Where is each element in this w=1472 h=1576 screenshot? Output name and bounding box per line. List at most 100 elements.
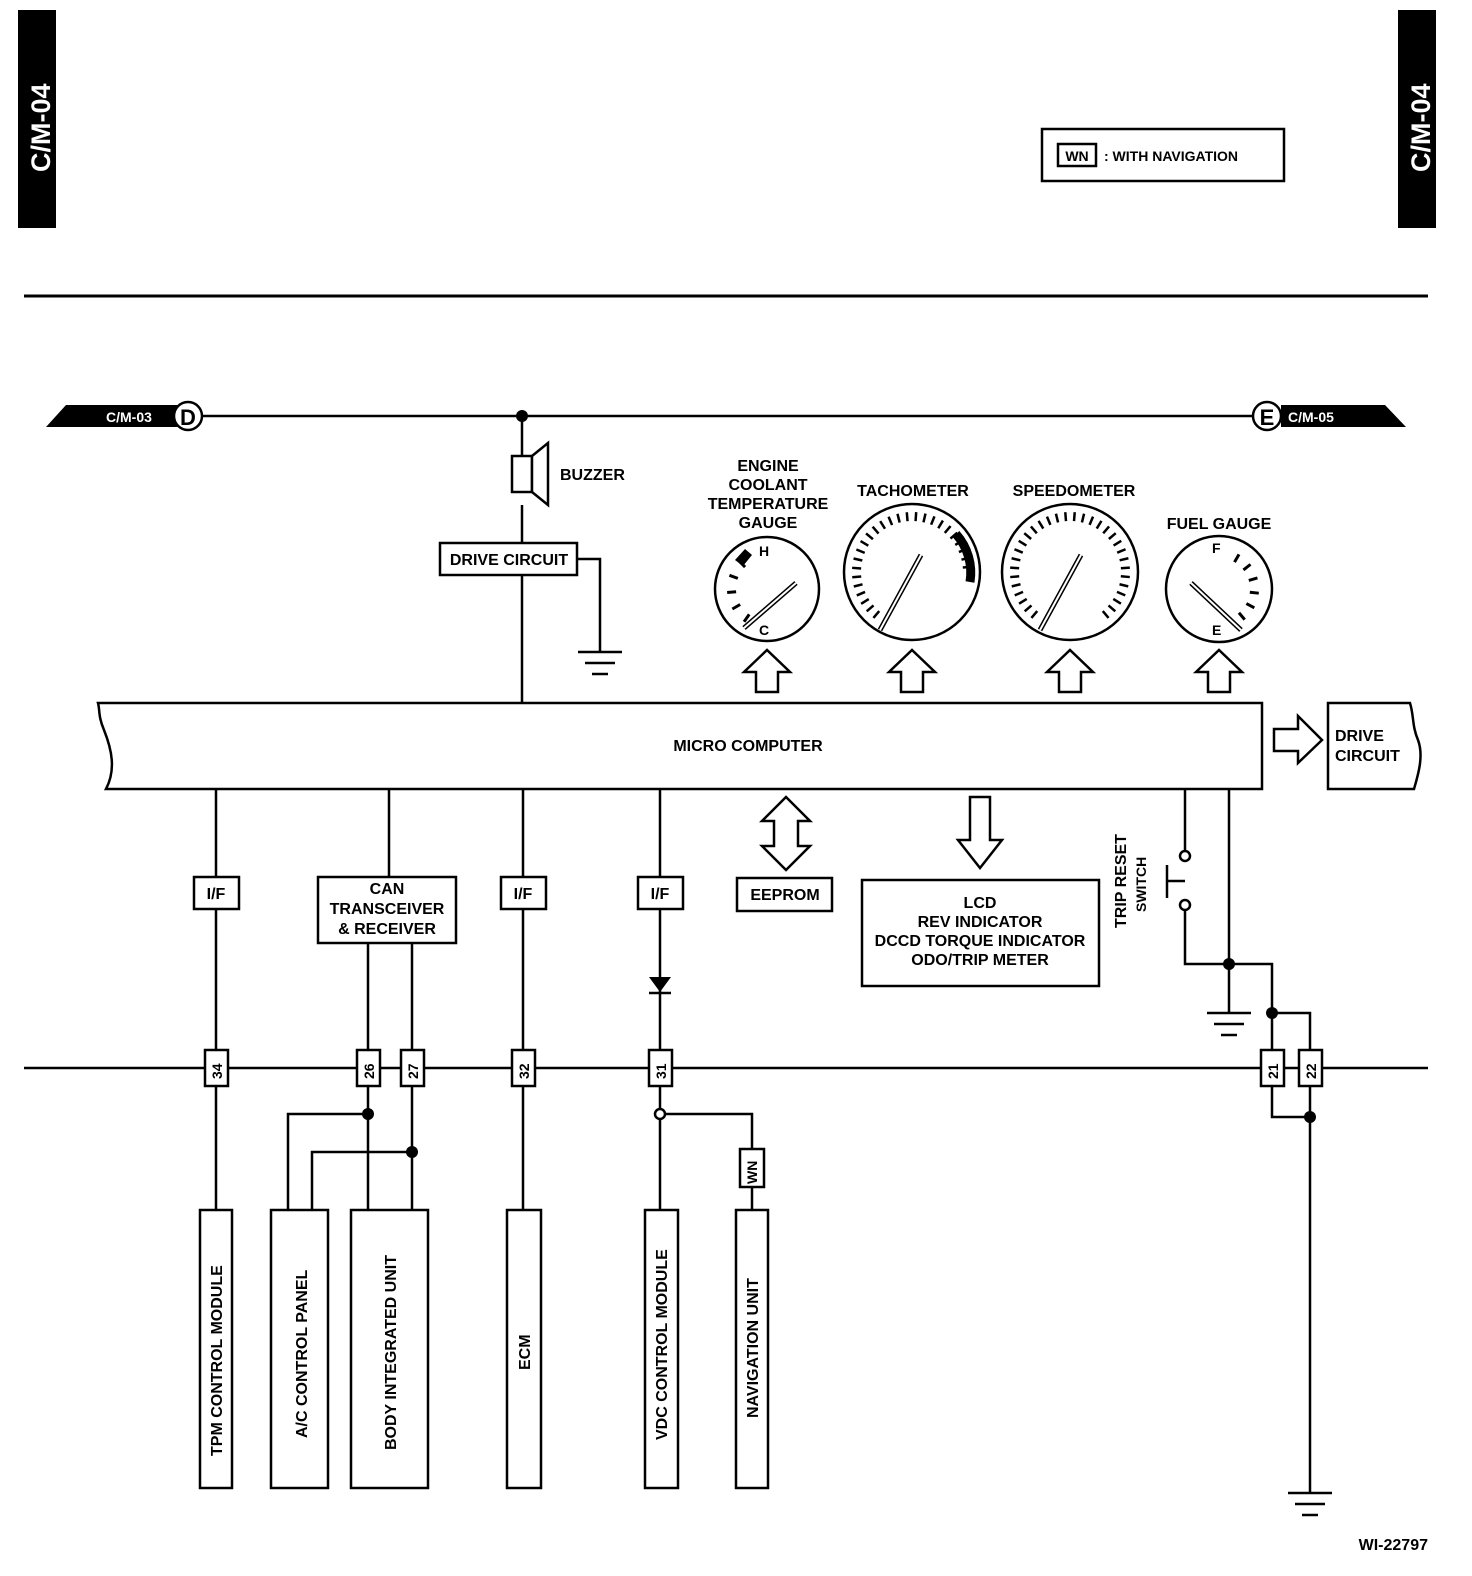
gauge-tick	[742, 613, 751, 623]
gauge-tick	[1013, 548, 1024, 554]
svg-text:34: 34	[209, 1063, 225, 1079]
gauge-tick	[1080, 513, 1086, 523]
arrow-down-icon	[955, 795, 1005, 871]
svg-text:NAVIGATION UNIT: NAVIGATION UNIT	[745, 1278, 762, 1418]
gauge-tick	[1011, 557, 1021, 562]
svg-text:ODO/TRIP METER: ODO/TRIP METER	[911, 952, 1049, 969]
svg-text:I/F: I/F	[651, 886, 670, 903]
svg-text:COOLANT: COOLANT	[728, 477, 807, 494]
gauge-tick	[905, 512, 909, 522]
svg-text:H: H	[759, 543, 769, 559]
gauge-tick	[1029, 525, 1038, 535]
gauge-tick	[943, 525, 952, 534]
svg-text:27: 27	[405, 1063, 421, 1079]
buzzer-icon	[510, 454, 534, 494]
tachometer-label: TACHOMETER	[857, 483, 969, 500]
gauge-tick	[1095, 520, 1103, 530]
gauge-tick	[879, 520, 887, 530]
trip-reset-switch: TRIP RESET SWITCH	[1113, 789, 1312, 1050]
gauge-tick	[1237, 611, 1246, 621]
svg-text:REV INDICATOR: REV INDICATOR	[918, 914, 1043, 931]
fuel-gauge: FUEL GAUGE F E	[1164, 516, 1274, 644]
gauge-tick	[887, 516, 894, 526]
arrow-up-icon	[1192, 648, 1246, 694]
figure-id: WI-22797	[1359, 1537, 1428, 1554]
svg-text:TRIP RESET: TRIP RESET	[1113, 834, 1130, 928]
gauge-arrows	[740, 648, 1246, 694]
svg-text:GAUGE: GAUGE	[739, 515, 798, 532]
legend-wn-box: WN	[1065, 148, 1088, 164]
svg-text:ENGINE: ENGINE	[737, 458, 799, 475]
connector-letter-right: E	[1260, 405, 1275, 430]
micro-computer: MICRO COMPUTER	[96, 701, 1264, 791]
svg-text:VDC CONTROL MODULE: VDC CONTROL MODULE	[654, 1249, 671, 1440]
svg-text:32: 32	[516, 1063, 532, 1079]
module-body: BODY INTEGRATED UNIT	[349, 1208, 430, 1490]
svg-text:21: 21	[1265, 1063, 1281, 1079]
module-ac: A/C CONTROL PANEL	[269, 1208, 330, 1490]
svg-text:BODY INTEGRATED UNIT: BODY INTEGRATED UNIT	[383, 1255, 400, 1450]
speedometer-label: SPEEDOMETER	[1013, 483, 1136, 500]
gauge-tick	[728, 573, 739, 580]
top-bus: C/M-03 D E C/M-05	[46, 400, 1406, 432]
arrow-up-icon	[740, 648, 794, 694]
gauge-tick	[1023, 532, 1032, 540]
gauge-tick	[1116, 548, 1127, 554]
tachometer-gauge: TACHOMETER	[842, 483, 982, 642]
gauge-tick	[929, 515, 936, 526]
gauge-tick	[914, 512, 918, 522]
connector-letter-left: D	[180, 405, 196, 430]
gauge-tick	[856, 590, 866, 597]
connector-ref-left: C/M-03	[106, 409, 152, 425]
page-code-right: C/M-04	[1406, 83, 1436, 172]
page-code-left: C/M-04	[26, 83, 56, 172]
gauge-tick	[1064, 512, 1068, 522]
buzzer-circuit: BUZZER DRIVE CIRCUIT	[438, 416, 625, 703]
gauge-tick	[1248, 576, 1258, 582]
svg-text:22: 22	[1303, 1063, 1319, 1079]
gauge-tick	[1245, 602, 1256, 610]
gauge-tick	[1010, 575, 1020, 579]
gauge-tick	[860, 597, 870, 605]
gauge-tick	[1101, 610, 1110, 619]
wn-tag: WN	[744, 1161, 760, 1184]
gauge-tick	[1108, 532, 1117, 540]
gauge-tick	[1102, 525, 1111, 535]
svg-text:TEMPERATURE: TEMPERATURE	[708, 496, 829, 513]
eeprom-label: EEPROM	[750, 887, 819, 904]
gauge-tick	[1014, 590, 1024, 597]
gauge-tick	[922, 513, 927, 523]
lcd-display: LCD REV INDICATOR DCCD TORQUE INDICATOR …	[860, 795, 1101, 988]
svg-text:C: C	[759, 622, 769, 638]
buzzer-drive-circuit: DRIVE CIRCUIT	[450, 552, 568, 569]
eeprom: EEPROM	[735, 795, 834, 913]
svg-text:CIRCUIT: CIRCUIT	[1335, 748, 1400, 765]
gauge-tick	[1037, 520, 1045, 530]
navigation-branch: WN	[653, 1107, 766, 1210]
gauge-tick	[853, 583, 863, 588]
gauge-tick	[1018, 539, 1028, 547]
gauge-tick	[1045, 516, 1052, 526]
gauge-tick	[1010, 566, 1020, 570]
gauge-tick	[1018, 597, 1028, 605]
connector-ref-right: C/M-05	[1288, 409, 1334, 425]
fuel-gauge-label: FUEL GAUGE	[1167, 516, 1272, 533]
legend-wn-text: : WITH NAVIGATION	[1104, 148, 1238, 164]
gauge-tick	[1120, 575, 1130, 579]
gauge-tick	[853, 557, 863, 562]
gauge-tick	[1249, 590, 1259, 595]
buzzer-label: BUZZER	[560, 467, 625, 484]
gauge-tick	[1112, 539, 1122, 547]
svg-text:A/C CONTROL PANEL: A/C CONTROL PANEL	[294, 1269, 311, 1438]
gauge-tick	[872, 610, 881, 619]
module-tpm: TPM CONTROL MODULE	[198, 1208, 234, 1490]
coolant-gauge: ENGINE COOLANT TEMPERATURE GAUGE H C	[708, 458, 829, 643]
connector-bus: 34 26 27 32 31 21 22	[24, 909, 1428, 1517]
arrow-right-icon	[1272, 712, 1324, 766]
drive-circuit-right: DRIVE CIRCUIT	[1272, 701, 1422, 791]
svg-text:SWITCH: SWITCH	[1133, 857, 1149, 912]
gauge-tick	[852, 575, 862, 579]
module-navigation: NAVIGATION UNIT	[734, 1208, 770, 1490]
svg-text:E: E	[1212, 622, 1221, 638]
